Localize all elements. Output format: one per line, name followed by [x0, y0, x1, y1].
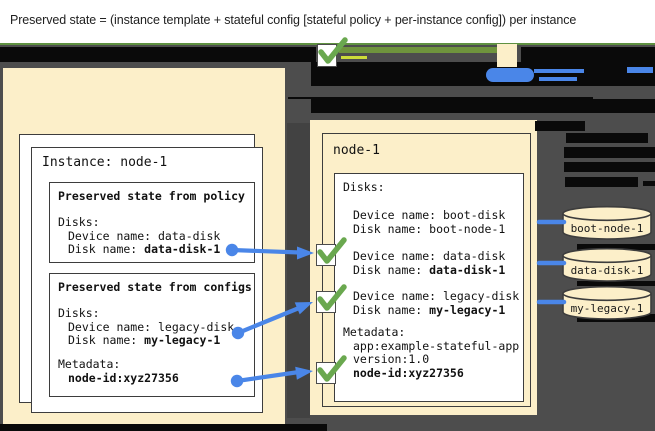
configs-metadata-value: node-id:xyz27356 [68, 370, 179, 385]
configs-box: Preserved state from configs Disks: Devi… [49, 273, 255, 397]
blue-arrow-fragment [486, 68, 534, 82]
configs-disks-label: Disks: [58, 306, 100, 320]
redaction-bar [311, 62, 655, 86]
blue-line-fragment [534, 69, 584, 73]
redaction-bar [521, 47, 655, 63]
redaction-bar [288, 97, 593, 99]
disk-name-value: boot-node-1 [429, 221, 506, 236]
yellow-line-fragment [341, 56, 367, 59]
checkbox-node-id [316, 355, 347, 384]
blue-line-fragment [627, 67, 653, 73]
metadata-version-line: version:1.0 [353, 352, 430, 366]
node-disks-label: Disks: [343, 180, 385, 194]
checkbox-legacy-disk [316, 284, 347, 313]
redaction-bar [311, 99, 655, 113]
disk-cylinder-data: data-disk-1 [562, 247, 652, 282]
instance-title: Instance: node-1 [42, 155, 168, 170]
disk-name-value: data-disk-1 [144, 242, 221, 256]
redaction-bar [643, 181, 655, 186]
configs-metadata-label: Metadata: [58, 357, 121, 371]
redaction-bar [566, 133, 648, 143]
disk-name-value: my-legacy-1 [429, 302, 506, 317]
disk-name-label: Disk name: [353, 221, 430, 236]
checkmark-icon [317, 284, 347, 311]
device-line: Device name: boot-disk [353, 208, 506, 222]
policy-device-line: Device name: data-disk [68, 228, 221, 243]
checkmark-icon [317, 355, 347, 382]
managed-instances-panel: Managed instances (intended configuratio… [3, 68, 285, 424]
checkbox-top [317, 37, 348, 67]
redaction-bar [565, 177, 638, 187]
policy-box: Preserved state from policy Disks: Devic… [49, 182, 255, 263]
redaction-bar [564, 162, 655, 172]
redaction-bar [535, 121, 585, 131]
redaction-bar [577, 244, 655, 250]
disk-cylinder-boot: boot-node-1 [562, 205, 652, 240]
configs-disk-line: Disk name: my-legacy-1 [58, 333, 221, 348]
disk-name-label: Disk name: [353, 302, 430, 317]
metadata-app-line: app:example-stateful-app [353, 338, 520, 353]
panel-gap-shadow [287, 123, 310, 418]
green-arrow-line-fragment [339, 47, 497, 53]
redaction-bar [0, 47, 316, 62]
device-line: Device name: legacy-disk [353, 289, 520, 303]
instance-card: Instance: node-1 Preserved state from po… [31, 147, 263, 413]
redaction-bar [577, 281, 655, 286]
device-line: Device name: data-disk [353, 249, 506, 263]
configs-box-title: Preserved state from configs [58, 280, 252, 294]
disk-label: my-legacy-1 [571, 302, 644, 315]
disk-name-label: Disk name: [68, 242, 145, 256]
configs-device-line: Device name: legacy-disk [68, 319, 235, 334]
title-bar [0, 0, 655, 43]
diagram-title: Preserved state = (instance template + s… [10, 13, 577, 27]
disk-label: data-disk-1 [571, 264, 644, 277]
policy-disks-label: Disks: [58, 215, 100, 229]
disk-name-label: Disk name: [68, 333, 145, 347]
blue-line-fragment [539, 77, 577, 81]
disk-label: boot-node-1 [571, 222, 644, 235]
metadata-node-id-line: node-id:xyz27356 [353, 365, 464, 380]
cream-box-fragment [497, 44, 517, 67]
disk-name-label: Disk name: [353, 262, 430, 277]
disk-name-value: data-disk-1 [429, 262, 506, 277]
checkbox-data-disk [316, 237, 347, 266]
node-metadata-label: Metadata: [343, 325, 406, 339]
node-title: node-1 [333, 143, 380, 158]
disk-cylinder-legacy: my-legacy-1 [562, 285, 652, 320]
policy-box-title: Preserved state from policy [58, 189, 245, 203]
disk-name-value: my-legacy-1 [144, 333, 221, 347]
checkmark-icon [318, 37, 348, 64]
redaction-bar [0, 424, 327, 431]
redaction-bar [564, 147, 655, 158]
checkmark-icon [317, 237, 347, 264]
policy-disk-line: Disk name: data-disk-1 [58, 242, 221, 257]
